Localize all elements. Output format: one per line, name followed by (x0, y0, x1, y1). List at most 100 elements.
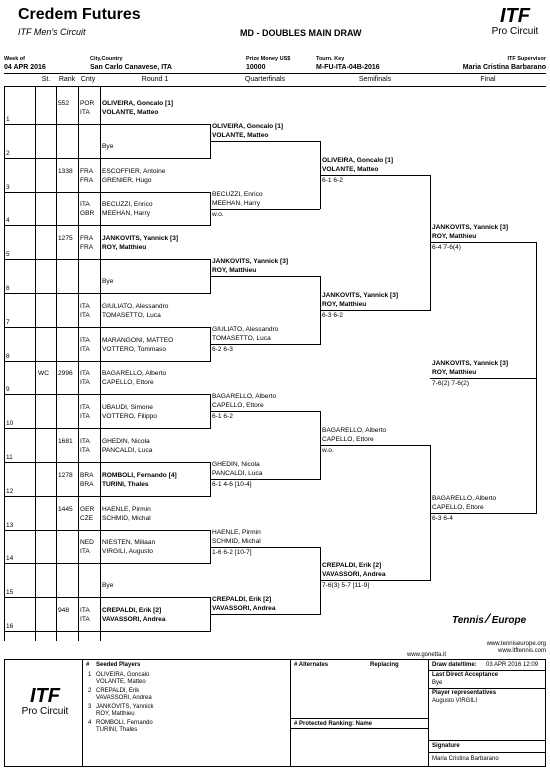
bracket-line (56, 86, 57, 641)
line-number: 5 (6, 251, 10, 259)
gonetta-url[interactable]: www.gonetta.it (407, 652, 447, 658)
qf-partner: ROY, Matthieu (212, 267, 257, 275)
col-semifinals: Semifinals (358, 76, 392, 83)
qf-player: HAENLE, Pirmin (212, 528, 261, 536)
tenniseurope-url[interactable]: www.tenniseurope.org (486, 641, 546, 647)
tennis-europe-text-1: Tennis (452, 615, 484, 626)
bracket-line (4, 462, 210, 463)
winner-player: JANKOVITS, Yannick [3] (432, 359, 509, 367)
signature-label: Signature (432, 743, 460, 749)
rank-cell: 1681 (58, 438, 73, 445)
bracket-line (4, 326, 210, 328)
bracket-line (210, 411, 320, 413)
country-cell: FRA (80, 235, 94, 243)
partner-name: ROY, Matthieu (102, 244, 147, 252)
partner-name: GRENIER, Hugo (102, 176, 152, 184)
line-number: 1 (6, 116, 10, 123)
qf-player: CREPALDI, Erik [2] (212, 596, 272, 604)
bracket-line (4, 563, 210, 565)
bracket-line (4, 394, 210, 396)
bracket-line (210, 343, 320, 345)
final-partner: ROY, Matthieu (432, 233, 477, 241)
country-cell: FRA (80, 244, 94, 252)
qf-partner: CAPELLO, Ettore (212, 402, 264, 410)
qf-player: GHEDIN, Nicola (212, 460, 260, 468)
line-number: 12 (6, 487, 14, 495)
signature-value: Maria Cristina Barbarano (432, 756, 499, 762)
player-name: CREPALDI, Erik [2] (102, 607, 162, 614)
partner-name: Bye (102, 142, 114, 150)
supervisor-value: Maria Cristina Barbarano (462, 64, 546, 71)
rank-cell: 1278 (58, 471, 73, 479)
tennis-europe-text-2: Europe (491, 615, 527, 626)
bracket-line (4, 157, 210, 159)
sf-partner: VAVASSORI, Andrea (322, 571, 386, 579)
qf-player: GIULIATO, Alessandro (212, 325, 279, 333)
seed-partner: VAVASSORI, Andrea (96, 695, 152, 701)
bracket-line (4, 124, 210, 125)
draw-name: MD - DOUBLES MAIN DRAW (240, 28, 362, 38)
partner-name: Bye (102, 582, 114, 590)
sf-score: 6-1 6-2 (322, 176, 343, 184)
rank-cell: 1338 (58, 167, 73, 175)
final-score: 6-3 6-4 (432, 514, 453, 522)
bracket-line (4, 191, 210, 193)
country-cell: FRA (80, 176, 94, 184)
seed-number: 1 (88, 672, 92, 678)
bracket-line (320, 174, 430, 176)
bracket-line (210, 276, 320, 278)
winner-partner: ROY, Matthieu (432, 368, 477, 376)
country-cell: BRA (80, 480, 94, 488)
col-final: Final (480, 76, 496, 83)
protected-label: # Protected Ranking: Name (294, 721, 373, 727)
country-cell: GBR (80, 210, 95, 218)
circuit-subtitle: ITF Men's Circuit (18, 27, 86, 37)
line-number: 11 (6, 454, 13, 461)
qf-player: BECUZZI, Enrico (212, 190, 263, 198)
qf-score: w.o. (212, 210, 224, 218)
qf-player: BAGARELLO, Alberto (212, 393, 277, 401)
qf-partner: VOLANTE, Matteo (212, 131, 269, 139)
country-cell: POR (80, 100, 95, 107)
bracket-line (430, 512, 536, 514)
country-cell: GER (80, 505, 95, 513)
bracket-line (4, 86, 5, 641)
bracket-line (210, 478, 320, 480)
bracket-line (320, 580, 430, 582)
sf-player: BAGARELLO, Alberto (322, 427, 387, 435)
country-cell: ITA (80, 379, 90, 387)
footer-box (4, 659, 546, 767)
footer-pro-circuit-text: Pro Circuit (21, 706, 69, 717)
itf-logo-text: ITF (500, 5, 530, 27)
bracket-line (320, 445, 430, 447)
bracket-line (4, 597, 210, 599)
qf-player: JANKOVITS, Yannick [3] (212, 258, 289, 266)
sf-score: 7-6(3) 5-7 [11-9] (322, 582, 370, 590)
partner-name: Bye (102, 278, 114, 285)
prize-value: 10000 (246, 64, 266, 71)
player-name: JANKOVITS, Yannick [3] (102, 235, 179, 243)
line-number: 15 (6, 589, 14, 597)
bracket-line (78, 86, 79, 641)
partner-name: SCHMID, Michal (102, 514, 151, 522)
bracket-line (4, 225, 210, 227)
qf-player: OLIVEIRA, Goncalo [1] (212, 122, 284, 130)
bracket-line (4, 259, 210, 261)
line-number: 16 (6, 623, 14, 630)
line-number: 13 (6, 521, 14, 529)
week-label: Week of (4, 56, 25, 62)
rank-cell: 1445 (58, 505, 73, 513)
col-round1: Round 1 (141, 76, 169, 83)
week-value: 04 APR 2016 (4, 64, 46, 71)
player-name: NIESTEN, Miliaan (102, 539, 156, 547)
draw-date-label: Draw date/time: (432, 662, 477, 668)
seed-player: ROMBOLI, Fernando (96, 720, 153, 726)
seed-number: 3 (88, 704, 92, 710)
itftennis-url[interactable]: www.itftennis.com (497, 648, 546, 654)
final-partner: CAPELLO, Ettore (432, 503, 484, 511)
qf-partner: PANCALDI, Luca (212, 469, 263, 477)
pro-circuit-text: Pro Circuit (491, 26, 539, 37)
partner-name: VAVASSORI, Andrea (102, 616, 166, 623)
player-name: UBAUDI, Simone (102, 404, 153, 412)
rank-cell: 2996 (58, 370, 73, 378)
